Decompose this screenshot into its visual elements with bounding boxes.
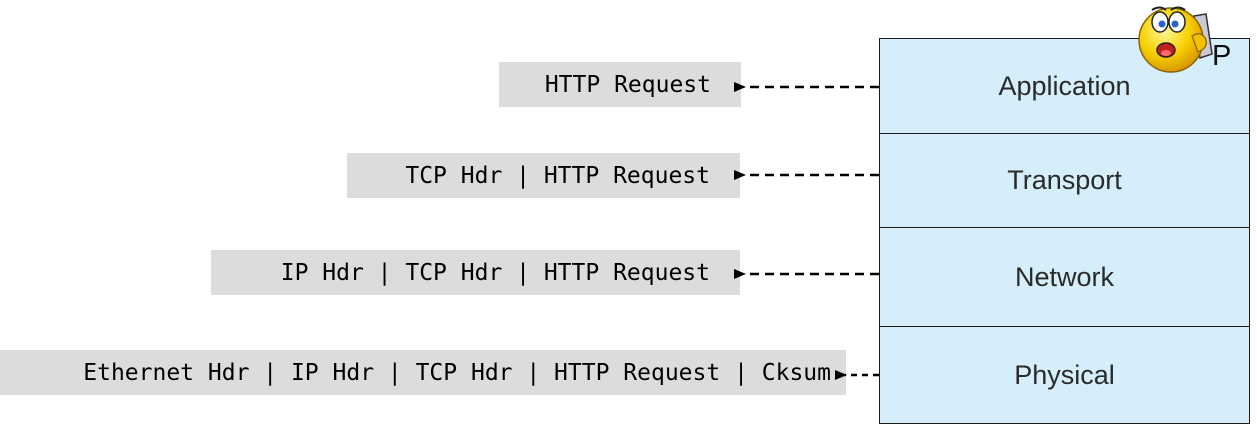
packet-application: HTTP Request [499,62,741,107]
layer-transport: Transport [880,133,1249,227]
layer-network: Network [880,227,1249,326]
layer-application: Application [998,70,1131,101]
worried-face-phone-icon [1138,6,1213,73]
layer-physical: Physical [880,326,1249,423]
packet-transport: TCP Hdr | HTTP Request [347,153,740,198]
protocol-stack: Application Transport Network Physical [879,38,1250,424]
packet-physical: Ethernet Hdr | IP Hdr | TCP Hdr | HTTP R… [0,350,846,395]
packet-network: IP Hdr | TCP Hdr | HTTP Request [211,250,740,295]
host-label: P [1212,40,1232,72]
